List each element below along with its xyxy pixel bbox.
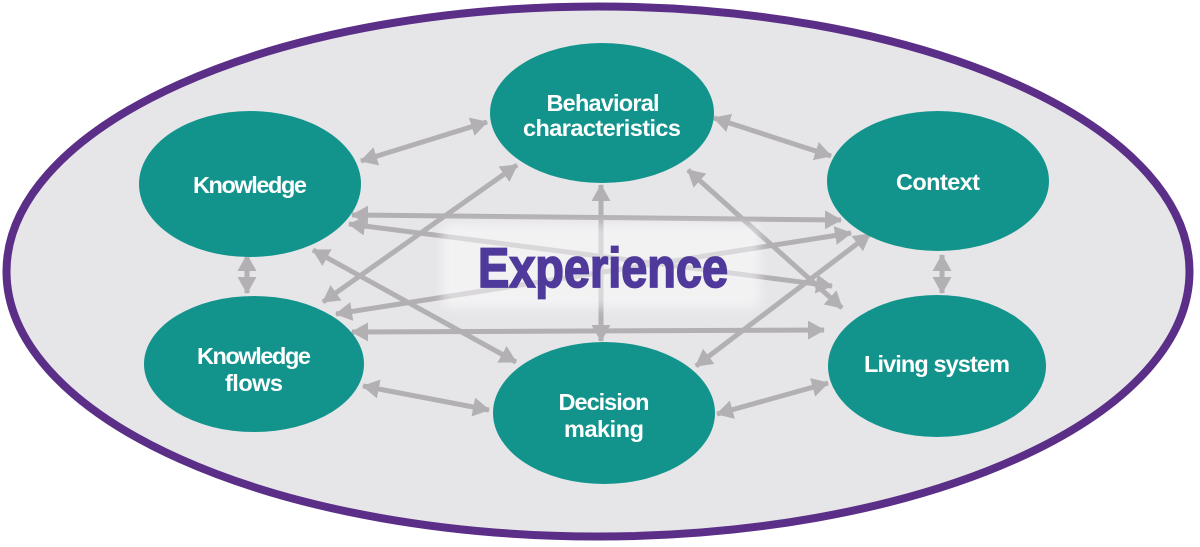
svg-text:Knowledge: Knowledge [193,172,307,198]
svg-text:Behavioral: Behavioral [547,90,660,116]
svg-text:Decision: Decision [559,389,650,415]
svg-text:making: making [564,416,644,442]
svg-text:characteristics: characteristics [523,115,681,141]
svg-text:flows: flows [225,370,283,396]
svg-text:Context: Context [896,169,980,195]
svg-text:Knowledge: Knowledge [197,343,311,369]
svg-text:Living system: Living system [864,351,1010,377]
svg-text:Experience: Experience [478,236,728,299]
